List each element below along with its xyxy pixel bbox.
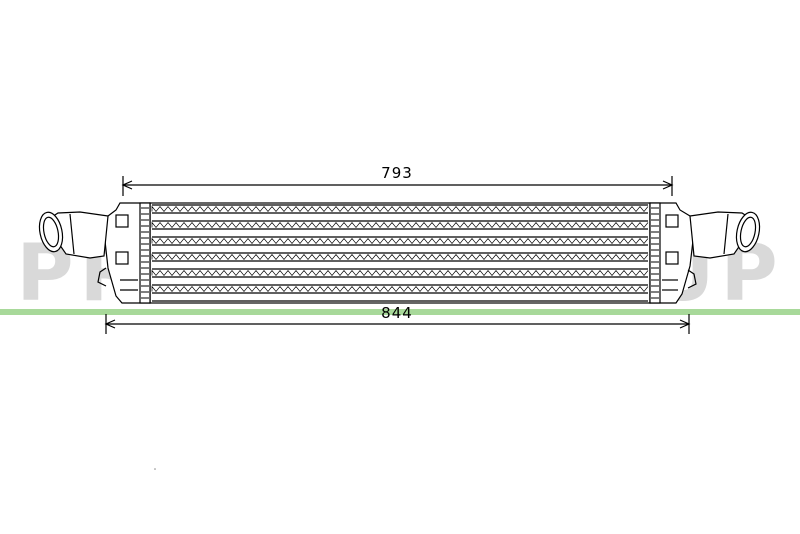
core-tubes	[152, 204, 648, 302]
intercooler-core	[149, 202, 651, 304]
fin-row	[151, 237, 649, 245]
speck	[154, 468, 156, 470]
right-tank-ticks	[651, 207, 659, 299]
dimension-top-label: 793	[381, 164, 413, 182]
watermark-band	[0, 309, 800, 315]
dimension-top	[121, 176, 674, 196]
fin-row	[151, 269, 649, 277]
fin-row	[151, 221, 649, 229]
left-tank-ticks	[141, 207, 149, 299]
fin-row	[151, 285, 649, 293]
core-fins	[151, 205, 649, 293]
fin-row	[151, 253, 649, 261]
fin-row	[151, 205, 649, 213]
left-inlet-pipe	[38, 211, 109, 259]
right-outlet-pipe	[689, 211, 761, 259]
dimension-bottom-label: 844	[381, 304, 413, 322]
left-end-tank	[97, 202, 151, 304]
right-end-tank	[649, 202, 697, 304]
dimension-bottom	[104, 314, 691, 334]
